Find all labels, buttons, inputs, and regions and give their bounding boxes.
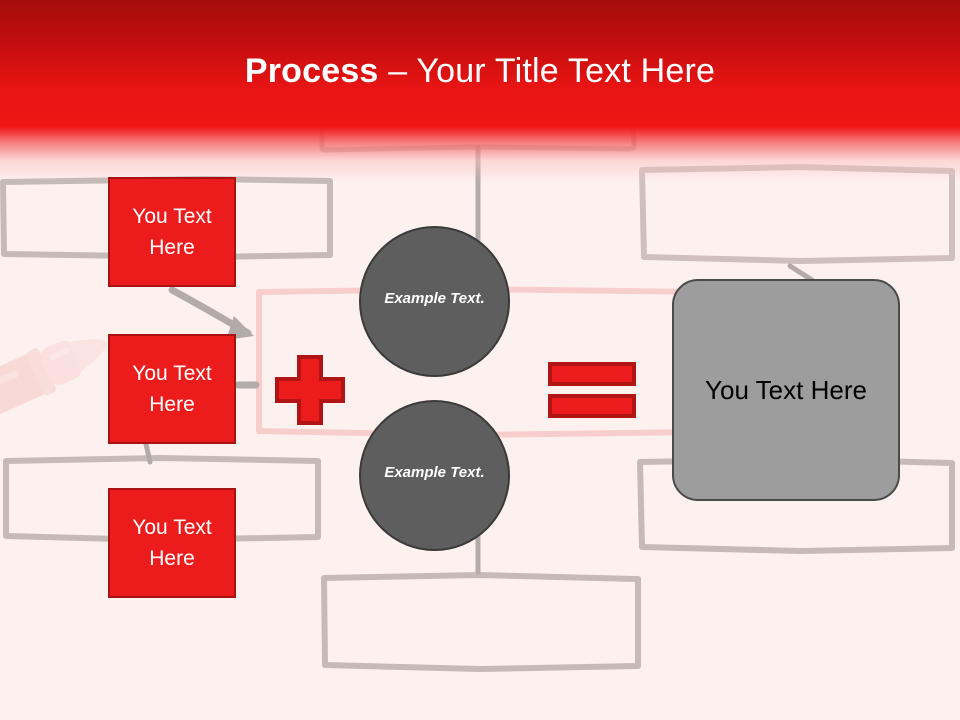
red-text-box-3-label: You Text Here [132,516,212,570]
example-circle-2-label: Example Text. [384,464,485,481]
page-title-rest: – Your Title Text Here [378,52,716,90]
red-text-box-2[interactable]: You Text Here [108,334,236,444]
result-box[interactable]: You Text Here [672,279,900,501]
red-text-box-2-label: You Text Here [132,362,212,416]
page-title-bold: Process [244,52,379,90]
red-text-box-3[interactable]: You Text Here [108,488,236,598]
red-text-box-1-label: You Text Here [132,205,212,259]
example-circle-1-label: Example Text. [384,290,485,307]
example-circle-1[interactable]: Example Text. [359,226,510,377]
red-text-box-1[interactable]: You Text Here [108,177,236,287]
result-box-label: You Text Here [705,374,867,405]
example-circle-2[interactable]: Example Text. [359,400,510,551]
page-title: Process – Your Title Text Here [0,51,960,91]
